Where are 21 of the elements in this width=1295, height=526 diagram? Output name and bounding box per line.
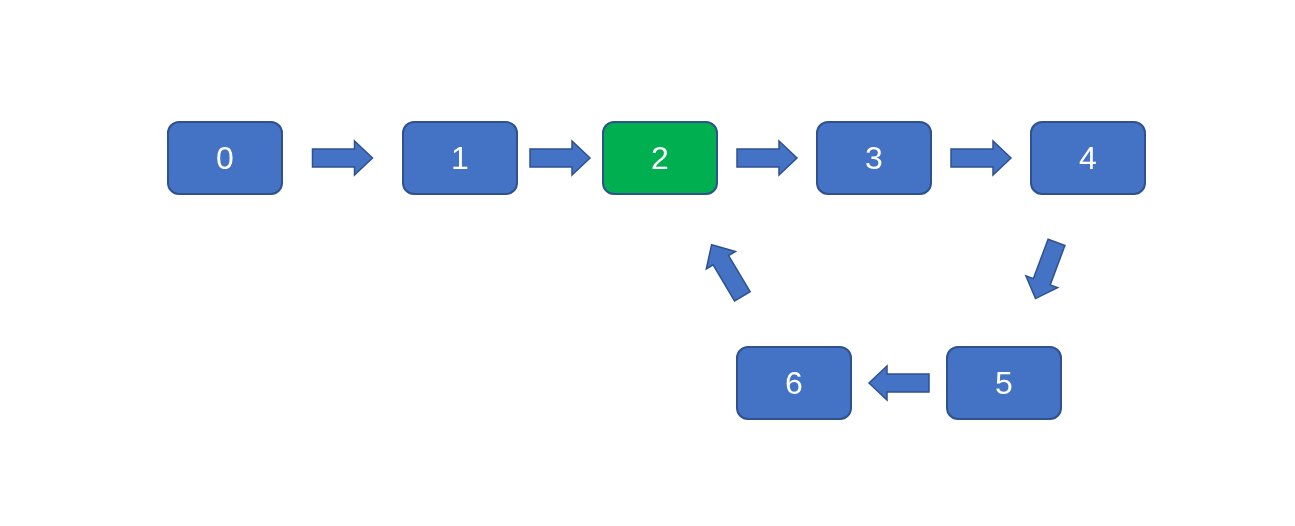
box-label: 4 — [1079, 139, 1097, 178]
process-box — [602, 121, 718, 195]
process-box — [167, 121, 283, 195]
block-arrow — [867, 364, 930, 402]
box-label: 1 — [451, 139, 469, 178]
process-box — [816, 121, 932, 195]
process-box — [946, 346, 1062, 420]
block-arrow — [705, 243, 752, 302]
block-arrow — [529, 139, 592, 177]
box-label: 6 — [785, 364, 803, 403]
box-label: 2 — [651, 139, 669, 178]
box-label: 0 — [216, 139, 234, 178]
process-box — [402, 121, 518, 195]
block-arrow — [1024, 238, 1066, 300]
process-box — [1030, 121, 1146, 195]
box-label: 3 — [865, 139, 883, 178]
block-arrow — [311, 139, 374, 177]
box-label: 5 — [995, 364, 1013, 403]
process-box — [736, 346, 852, 420]
block-arrow — [950, 139, 1013, 177]
block-arrow — [736, 139, 799, 177]
